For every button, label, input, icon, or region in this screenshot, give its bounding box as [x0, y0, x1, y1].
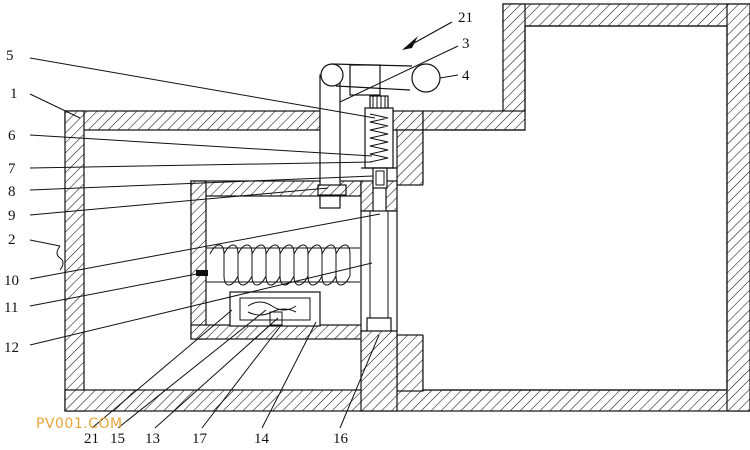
label-1: 1 — [10, 86, 18, 102]
upper-sleeve — [361, 95, 397, 189]
outer-casing — [64, 110, 750, 412]
label-21-top: 21 — [458, 10, 473, 26]
pulley-assembly — [317, 63, 441, 209]
label-14: 14 — [254, 431, 270, 447]
watermark: PV001.COM — [36, 416, 123, 432]
label-3: 3 — [462, 36, 470, 52]
callout-lines — [29, 21, 459, 429]
slide-column — [360, 180, 398, 412]
label-17: 17 — [192, 431, 208, 447]
label-4: 4 — [462, 68, 470, 84]
label-10: 10 — [4, 273, 19, 289]
label-2: 2 — [8, 232, 16, 248]
label-16: 16 — [333, 431, 349, 447]
label-13: 13 — [145, 431, 160, 447]
part-labels: 21 3 4 5 1 6 7 8 9 2 10 11 12 21 15 13 1… — [4, 10, 473, 447]
label-7: 7 — [8, 161, 16, 177]
label-8: 8 — [8, 184, 16, 200]
label-15: 15 — [110, 431, 125, 447]
label-11: 11 — [4, 300, 18, 316]
label-6: 6 — [8, 128, 16, 144]
right-tank — [422, 3, 750, 412]
label-12: 12 — [4, 340, 19, 356]
horizontal-spring — [196, 244, 360, 286]
label-21-bottom: 21 — [84, 431, 99, 447]
label-5: 5 — [6, 48, 14, 64]
label-9: 9 — [8, 208, 16, 224]
